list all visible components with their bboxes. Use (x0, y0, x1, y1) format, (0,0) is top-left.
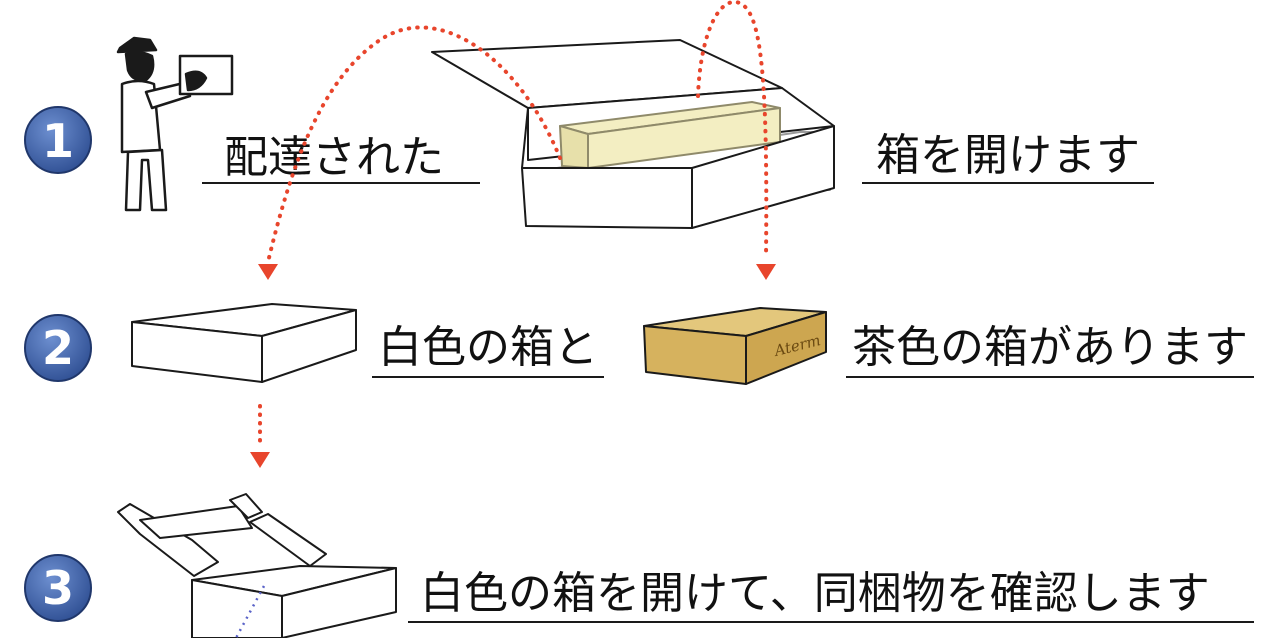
step-2-badge: 2 (24, 314, 92, 382)
dotted-arrow-to-white-box (266, 25, 562, 264)
step-1-caption-open-box: 箱を開けます (876, 130, 1140, 181)
svg-text:1: 1 (42, 114, 74, 168)
shipping-box-open-icon (431, 39, 835, 229)
step-1-badge: 1 (24, 106, 92, 174)
svg-text:2: 2 (42, 321, 74, 375)
step-3-caption: 白色の箱を開けて、同梱物を確認します (420, 568, 1210, 619)
arrow-head-to-open-box (250, 452, 270, 468)
white-box-opened-icon (117, 493, 397, 638)
step-3: 3 白色の箱を開けて、同梱物を確認します (24, 493, 1254, 638)
white-box-icon (131, 303, 357, 383)
dotted-arrow-to-brown-box (696, 0, 769, 260)
step-1-caption-delivered: 配達された (224, 132, 444, 183)
arrow-head-to-white-box (258, 264, 278, 280)
brown-box-icon: Aterm (643, 307, 827, 385)
step-3-badge: 3 (24, 554, 92, 622)
step-2-caption-brown-box: 茶色の箱があります (852, 322, 1248, 373)
step-2: 2 白色の箱と Aterm 茶色の箱があります (24, 303, 1254, 468)
delivery-person-icon (116, 36, 234, 212)
step-1: 1 配達された (24, 0, 1154, 280)
svg-text:3: 3 (42, 561, 74, 615)
step-2-caption-white-box: 白色の箱と (378, 322, 598, 373)
arrow-head-to-brown-box (756, 264, 776, 280)
